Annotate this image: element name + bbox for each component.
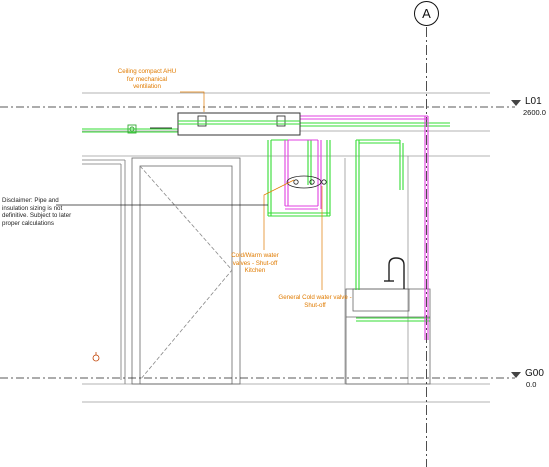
warm-water-pipes	[284, 115, 429, 340]
floor-slab	[82, 383, 490, 403]
outlet-symbol	[92, 352, 100, 362]
leader-lines	[56, 91, 323, 290]
left-cabinet	[82, 159, 126, 384]
level-name-g00: G00	[525, 368, 544, 379]
general-valve-icon	[321, 179, 327, 185]
level-elevation-l01: 2600.0	[523, 108, 546, 117]
annotation-ahu: Ceiling compact AHU for mechanical venti…	[117, 68, 177, 91]
level-name-l01: L01	[525, 96, 542, 107]
ahu-unit	[177, 112, 301, 136]
grid-bubble-a: A	[414, 1, 439, 26]
level-elevation-g00: 0.0	[526, 380, 537, 389]
annotation-disclaimer: Disclaimer: Pipe and insulation sizing i…	[2, 197, 72, 227]
annotation-general-cold-valve: General Cold water valve - Shut-off	[278, 294, 352, 309]
level-marker-icon	[511, 100, 521, 378]
cold-water-pipes	[82, 122, 450, 322]
kitchen-counter	[345, 288, 431, 385]
grille-icon	[127, 124, 172, 134]
sink-faucet	[384, 257, 405, 289]
door	[131, 157, 241, 385]
annotation-kitchen-valves: Cold/Warm water valves - Shut-off Kitche…	[231, 252, 279, 275]
kitchen-valve-icon	[286, 175, 322, 189]
level-lines	[0, 106, 515, 379]
right-wall	[344, 156, 409, 384]
